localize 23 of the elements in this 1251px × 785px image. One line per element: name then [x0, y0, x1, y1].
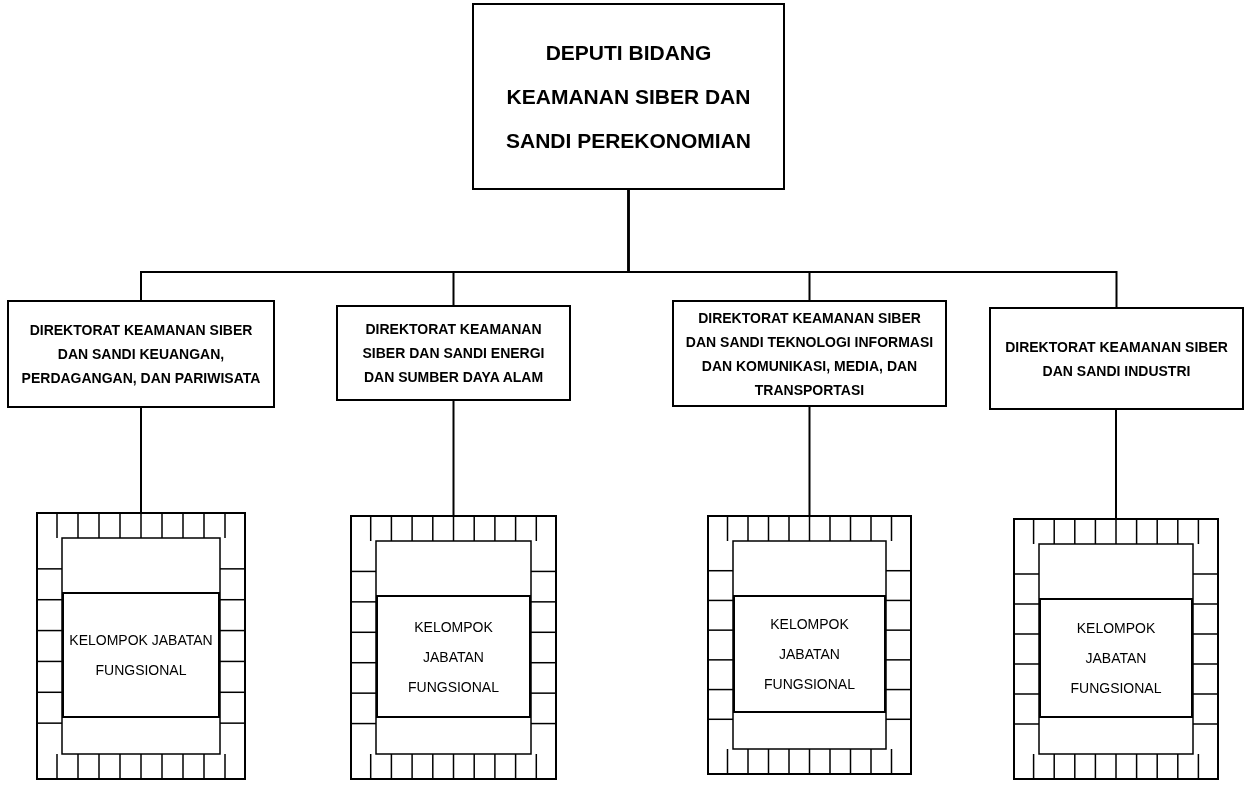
unit-title: DEPUTI BIDANG KEAMANAN SIBER DAN SANDI PEREKONOMIAN [505, 39, 752, 154]
head-box [472, 3, 785, 190]
connector-line [140, 407, 142, 513]
directorate-box [7, 300, 275, 408]
connector-line [1115, 409, 1117, 519]
connector-line [627, 189, 1118, 308]
unit-title: DIREKTORAT KEAMANAN SIBER DAN SANDI TEKNOLOGI INFORMASI DAN KOMUNIKASI, MEDIA, DAN TRANSPORTASI [684, 308, 935, 400]
group-label: KELOMPOK JABATAN FUNGSIONAL [1069, 619, 1163, 698]
directorate-box [336, 305, 571, 401]
group-label: KELOMPOK JABATAN FUNGSIONAL [407, 617, 500, 697]
tiled-frame-box [707, 515, 912, 775]
group-label: KELOMPOK JABATAN FUNGSIONAL [68, 631, 214, 680]
directorate-box [672, 300, 947, 407]
connector-line [808, 406, 811, 516]
unit-title: DIREKTORAT KEAMANAN SIBER DAN SANDI INDUSTRI [1004, 337, 1229, 381]
group-label: KELOMPOK JABATAN FUNGSIONAL [763, 615, 856, 694]
unit-title: DIREKTORAT KEAMANAN SIBER DAN SANDI ENERGI DAN SUMBER DAYA ALAM [361, 320, 546, 387]
unit-title: DIREKTORAT KEAMANAN SIBER DAN SANDI KEUANGAN, PERDAGANGAN, DAN PARIWISATA [20, 321, 262, 388]
tiled-frame-box [1013, 518, 1219, 780]
connector-line [452, 400, 455, 516]
tiled-frame-box [36, 512, 246, 780]
tiled-frame-box [350, 515, 557, 780]
directorate-box [989, 307, 1244, 410]
